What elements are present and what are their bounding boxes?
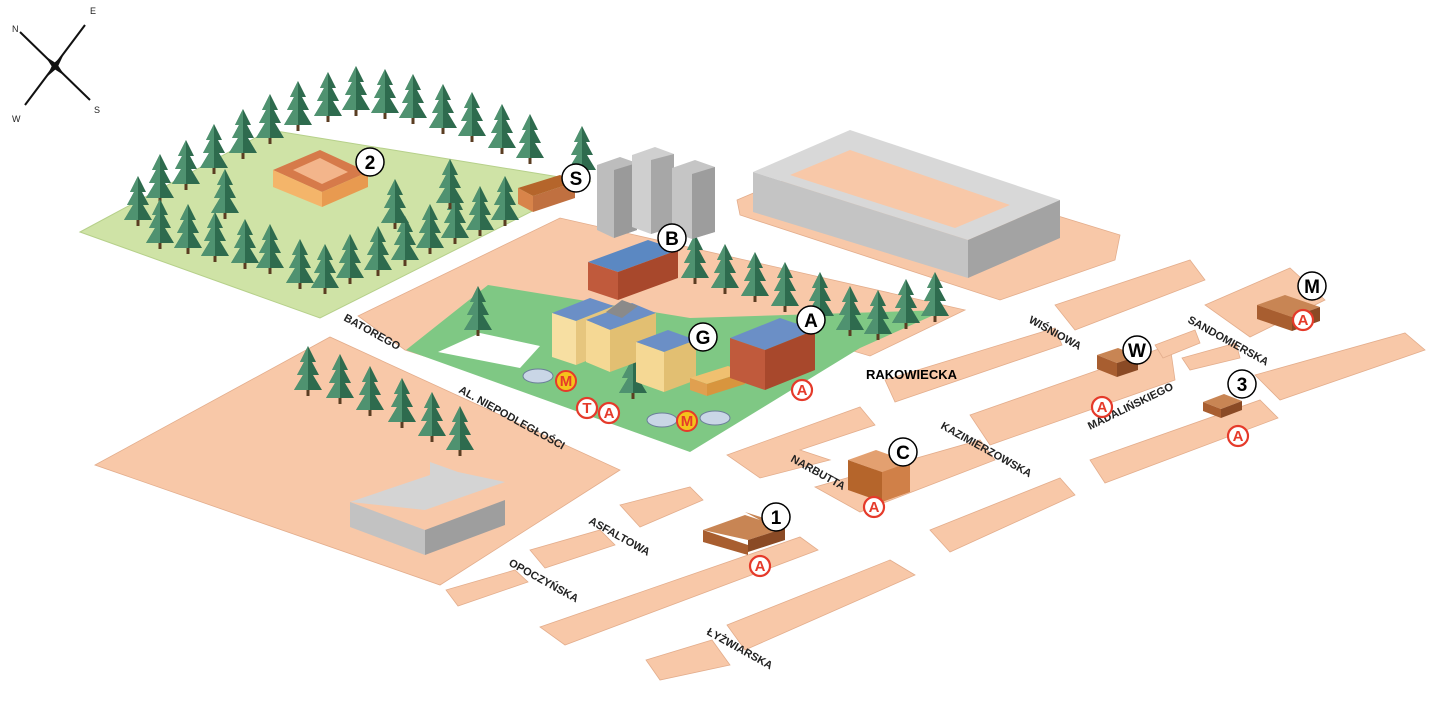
svg-text:1: 1 [771, 508, 782, 529]
svg-text:T: T [582, 400, 591, 417]
bus-stop-m[interactable]: A [1291, 308, 1315, 332]
building-b-shape [588, 240, 678, 300]
bus-stop-c[interactable]: A [862, 495, 886, 519]
grey-courtyard-block [753, 130, 1060, 278]
marker-building-w[interactable]: W [1122, 335, 1152, 365]
svg-text:A: A [755, 558, 766, 575]
svg-text:A: A [1097, 399, 1108, 416]
marker-building-m[interactable]: M [1297, 271, 1327, 301]
building-c-shape [848, 450, 910, 502]
tram-stop[interactable]: T [575, 396, 599, 420]
grey-l-building [350, 462, 505, 555]
svg-text:W: W [1128, 341, 1146, 362]
metro-stop-north[interactable]: M [555, 370, 577, 392]
svg-text:A: A [1298, 312, 1309, 329]
svg-text:A: A [1233, 428, 1244, 445]
metro-stop-south[interactable]: M [676, 410, 698, 432]
compass-n: N [12, 24, 19, 34]
street-label-rakowiecka: RAKOWIECKA [866, 367, 958, 382]
svg-text:A: A [869, 499, 880, 516]
svg-text:3: 3 [1237, 375, 1248, 396]
building-a-shape [730, 318, 815, 390]
bus-stop-w[interactable]: A [1090, 395, 1114, 419]
building-2-shape [273, 150, 368, 207]
bus-stop-3[interactable]: A [1226, 424, 1250, 448]
svg-text:C: C [896, 443, 910, 464]
building-3-shape [1203, 394, 1242, 418]
svg-text:A: A [797, 382, 808, 399]
building-s-shape [518, 175, 575, 212]
bus-stop-1[interactable]: A [748, 554, 772, 578]
marker-building-b[interactable]: B [657, 223, 687, 253]
marker-building-c[interactable]: C [888, 437, 918, 467]
campus-plaza [438, 333, 540, 368]
bus-stop-a[interactable]: A [790, 378, 814, 402]
compass-rose [19, 24, 91, 106]
tower-blocks [597, 147, 715, 239]
marker-building-1[interactable]: 1 [761, 502, 791, 532]
svg-text:M: M [560, 373, 573, 390]
svg-text:A: A [604, 405, 615, 422]
marker-building-3[interactable]: 3 [1227, 369, 1257, 399]
svg-text:S: S [570, 169, 583, 190]
svg-text:M: M [681, 413, 694, 430]
marker-building-a[interactable]: A [796, 305, 826, 335]
marker-building-s[interactable]: S [561, 163, 591, 193]
compass-s: S [94, 105, 100, 115]
svg-text:G: G [696, 328, 711, 349]
compass-w: W [12, 114, 21, 124]
svg-text:A: A [804, 311, 818, 332]
svg-text:M: M [1304, 277, 1320, 298]
svg-text:2: 2 [365, 153, 376, 174]
compass-e: E [90, 6, 96, 16]
marker-building-2[interactable]: 2 [355, 147, 385, 177]
svg-text:B: B [665, 229, 679, 250]
marker-building-g[interactable]: G [688, 322, 718, 352]
greenhouses [522, 368, 731, 428]
bus-stop-niepodleglosci[interactable]: A [597, 401, 621, 425]
